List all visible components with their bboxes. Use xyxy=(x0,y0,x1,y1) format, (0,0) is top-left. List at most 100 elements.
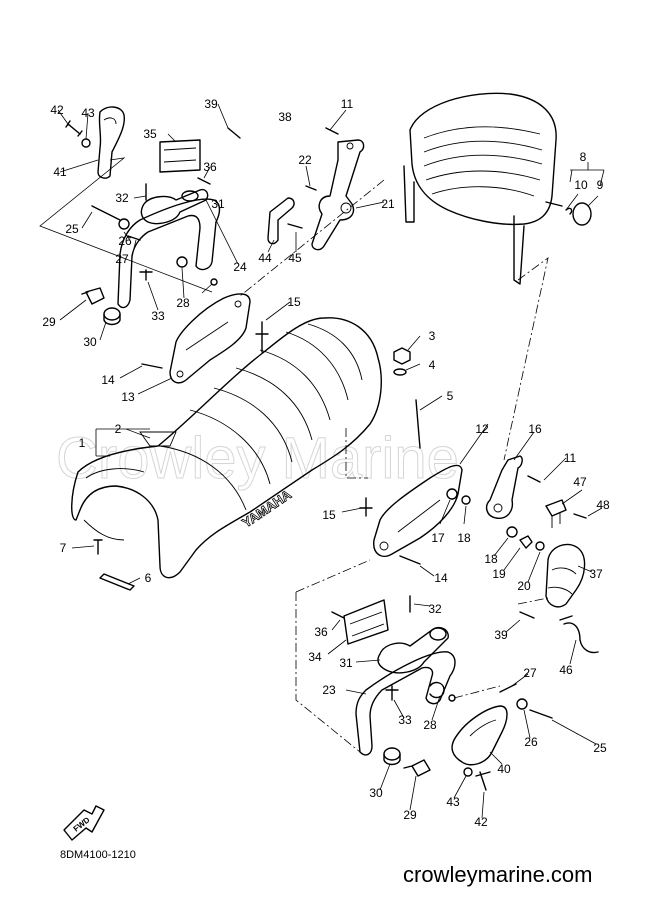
bracket-44 xyxy=(267,197,295,245)
callout-10: 10 xyxy=(574,178,588,192)
callout-15: 15 xyxy=(287,295,301,309)
washer-18b xyxy=(506,526,518,538)
plate-35 xyxy=(159,139,201,173)
fwd-arrow: FWD xyxy=(63,805,105,841)
watermark: Crowley Marine xyxy=(56,426,459,491)
spacer-30-top xyxy=(103,307,121,326)
callout-42: 42 xyxy=(474,815,488,829)
clip-15-low xyxy=(359,497,373,517)
bolt-11-top xyxy=(325,127,339,135)
bolt-11-low xyxy=(527,475,541,483)
clip-15-top xyxy=(255,321,269,353)
callout-11: 11 xyxy=(564,451,577,465)
bolt-42-top xyxy=(65,120,83,137)
callout-15: 15 xyxy=(322,508,336,522)
callout-7: 7 xyxy=(60,541,67,555)
callout-12: 12 xyxy=(475,422,489,436)
callout-6: 6 xyxy=(145,571,152,585)
rod-5 xyxy=(415,399,421,449)
nut-19 xyxy=(519,535,533,549)
callout-23: 23 xyxy=(322,683,336,697)
callout-46: 46 xyxy=(559,663,573,677)
washer-4 xyxy=(393,368,407,376)
arm-21 xyxy=(311,139,365,251)
callout-16: 16 xyxy=(528,422,542,436)
washer-28b-top xyxy=(210,278,218,286)
callout-33: 33 xyxy=(151,309,165,323)
bolt-45 xyxy=(287,223,303,229)
callout-39: 39 xyxy=(494,628,508,642)
callout-18: 18 xyxy=(484,552,498,566)
bolt-25-top xyxy=(91,205,121,221)
callout-38: 38 xyxy=(278,110,292,124)
callout-28: 28 xyxy=(176,296,190,310)
strip-6 xyxy=(99,573,135,591)
callout-28: 28 xyxy=(423,718,437,732)
washer-26-top xyxy=(118,218,130,230)
knob-9 xyxy=(572,202,592,226)
nut-33-top xyxy=(139,269,153,281)
cover-37 xyxy=(545,543,586,608)
callout-13: 13 xyxy=(121,390,135,404)
mount-plate-13 xyxy=(169,293,251,384)
plate-12 xyxy=(373,464,463,558)
callout-5: 5 xyxy=(447,389,454,403)
callout-4: 4 xyxy=(429,358,436,372)
knob-29-low xyxy=(403,759,431,777)
callout-27: 27 xyxy=(115,252,129,266)
callout-32: 32 xyxy=(115,191,129,205)
callout-47: 47 xyxy=(573,475,587,489)
handle-bar-23 xyxy=(355,651,456,756)
bolt-22 xyxy=(305,185,317,191)
website-link[interactable]: crowleymarine.com xyxy=(403,862,593,887)
callout-30: 30 xyxy=(83,335,97,349)
bolt-42-low xyxy=(475,771,491,791)
callout-14: 14 xyxy=(434,571,448,585)
callout-1: 1 xyxy=(79,436,86,450)
callout-18: 18 xyxy=(457,531,471,545)
callout-42: 42 xyxy=(50,103,64,117)
callout-31: 31 xyxy=(211,197,225,211)
bolt-25-low xyxy=(529,709,553,719)
callout-17: 17 xyxy=(431,531,445,545)
callout-26: 26 xyxy=(524,735,538,749)
callout-14: 14 xyxy=(101,373,115,387)
callout-20: 20 xyxy=(517,579,531,593)
callout-25: 25 xyxy=(593,741,607,755)
callout-30: 30 xyxy=(369,786,383,800)
nut-3 xyxy=(393,347,411,365)
collar-28-top xyxy=(176,256,188,268)
nut-33-low xyxy=(385,685,399,701)
callout-2: 2 xyxy=(115,422,122,436)
collar-28-low xyxy=(429,681,445,699)
callout-34: 34 xyxy=(308,650,322,664)
spacer-30-low xyxy=(383,747,401,766)
rear-grip-left xyxy=(97,106,126,179)
callout-32: 32 xyxy=(428,602,442,616)
callout-41: 41 xyxy=(53,165,67,179)
bolt-36-top xyxy=(197,177,211,185)
callout-43: 43 xyxy=(81,106,95,120)
callout-37: 37 xyxy=(589,567,603,581)
callout-24: 24 xyxy=(233,260,247,274)
callout-36: 36 xyxy=(314,625,328,639)
bolt-14-top xyxy=(141,363,163,369)
washer-43-top xyxy=(81,138,91,148)
callout-31: 31 xyxy=(339,656,353,670)
callout-21: 21 xyxy=(381,197,395,211)
callout-45: 45 xyxy=(288,251,302,265)
seat-brand: YAMAHA xyxy=(239,486,294,530)
callout-11: 11 xyxy=(341,97,354,111)
washer-26-low xyxy=(516,698,528,710)
pin-27-top xyxy=(127,235,141,241)
callout-36: 36 xyxy=(203,160,217,174)
callout-29: 29 xyxy=(403,808,417,822)
washer-17 xyxy=(446,488,458,500)
backrest-8 xyxy=(403,92,557,285)
callout-48: 48 xyxy=(596,498,610,512)
bolt-7 xyxy=(93,539,103,555)
bolt-48 xyxy=(573,513,587,519)
plate-34 xyxy=(343,599,389,645)
handle-bar-24 xyxy=(117,198,221,309)
